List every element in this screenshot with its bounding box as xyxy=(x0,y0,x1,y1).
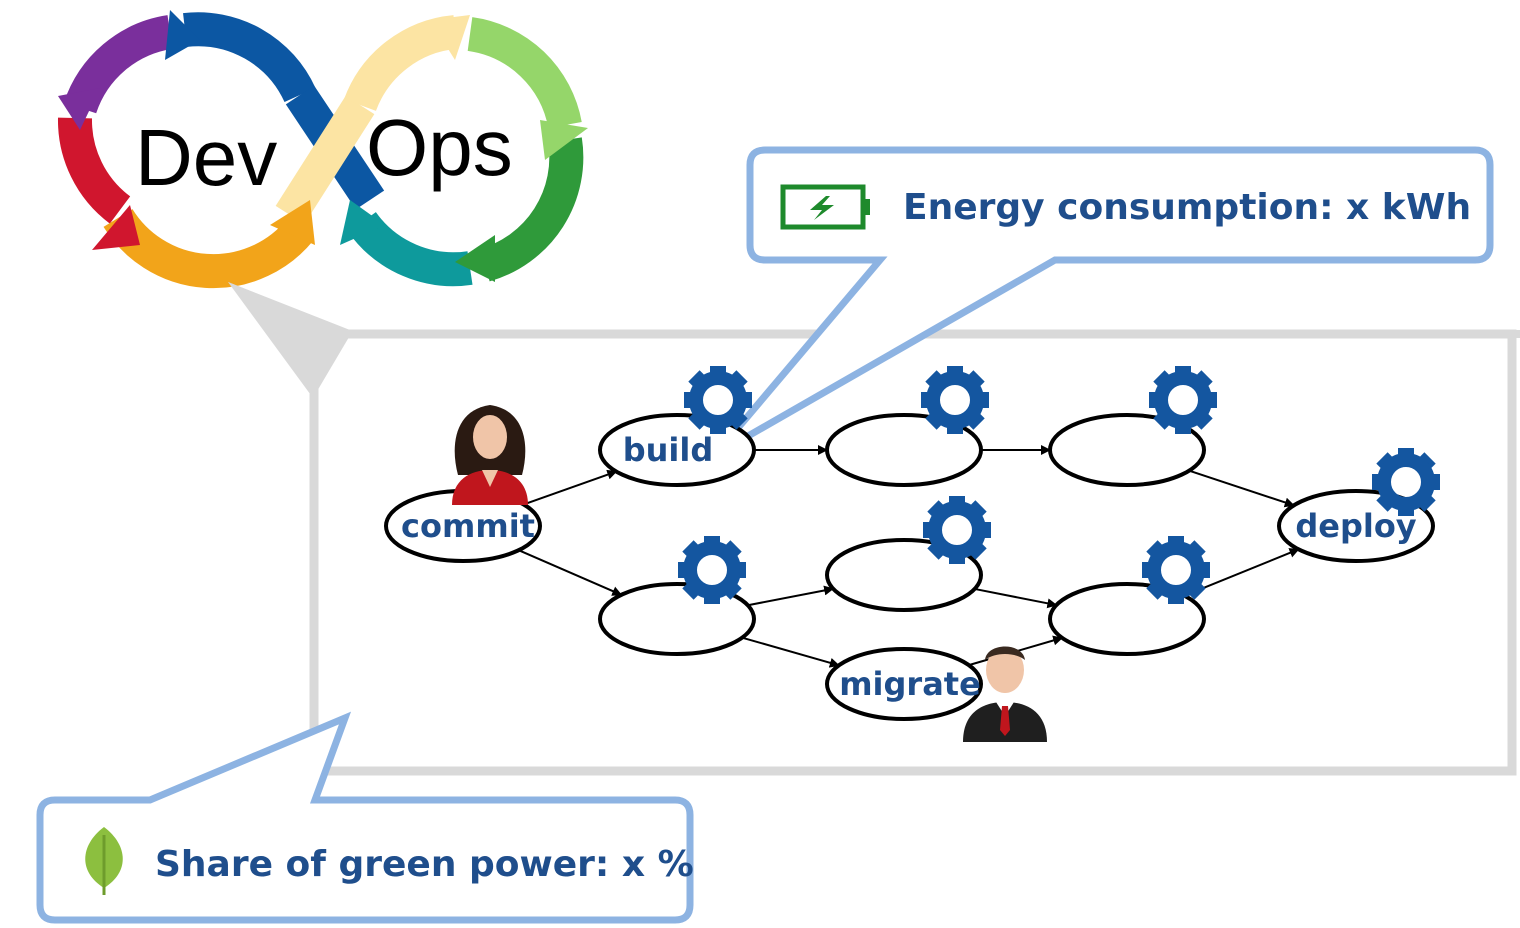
battery-charging-icon xyxy=(780,184,870,230)
gear-icon xyxy=(923,496,991,564)
gear-icon xyxy=(684,366,752,434)
energy-callout-text: Energy consumption: x kWh xyxy=(903,187,1471,228)
node-bot3[interactable] xyxy=(1048,582,1206,656)
gear-icon xyxy=(921,366,989,434)
node-top2[interactable] xyxy=(825,413,983,487)
edge-top3-to-deploy xyxy=(1188,469,1295,508)
operator-man-icon xyxy=(963,646,1047,742)
devops-logo: Dev Ops xyxy=(58,10,588,289)
edge-bot1-to-bot2 xyxy=(747,585,835,607)
edge-commit-to-bot1 xyxy=(518,549,623,596)
logo-dev-text: Dev xyxy=(135,113,277,202)
node-top3[interactable] xyxy=(1048,413,1206,487)
edge-bot2-to-bot3 xyxy=(974,587,1058,609)
node-bot2[interactable] xyxy=(825,538,983,612)
node-label-build: build xyxy=(623,431,714,469)
node-label-commit: commit xyxy=(401,507,535,545)
pipeline-labels: commit build deploy migrate xyxy=(401,431,1417,703)
green-power-callout: Share of green power: x % xyxy=(36,711,694,924)
edge-commit-to-build xyxy=(523,469,618,506)
green-power-callout-text: Share of green power: x % xyxy=(155,844,694,885)
gear-icon xyxy=(1142,536,1210,604)
pipeline-edges xyxy=(518,445,1300,668)
node-label-migrate: migrate xyxy=(839,665,981,703)
logo-ops-text: Ops xyxy=(366,103,513,192)
gear-icon xyxy=(1149,366,1217,434)
node-migrate[interactable] xyxy=(825,647,983,721)
leaf-icon xyxy=(85,827,123,895)
node-label-deploy: deploy xyxy=(1295,507,1416,545)
developer-woman-icon xyxy=(452,405,528,505)
gear-icon xyxy=(678,536,746,604)
gear-icon xyxy=(1372,448,1440,516)
energy-callout: Energy consumption: x kWh xyxy=(712,146,1494,459)
edge-bot1-to-migrate xyxy=(741,636,840,668)
